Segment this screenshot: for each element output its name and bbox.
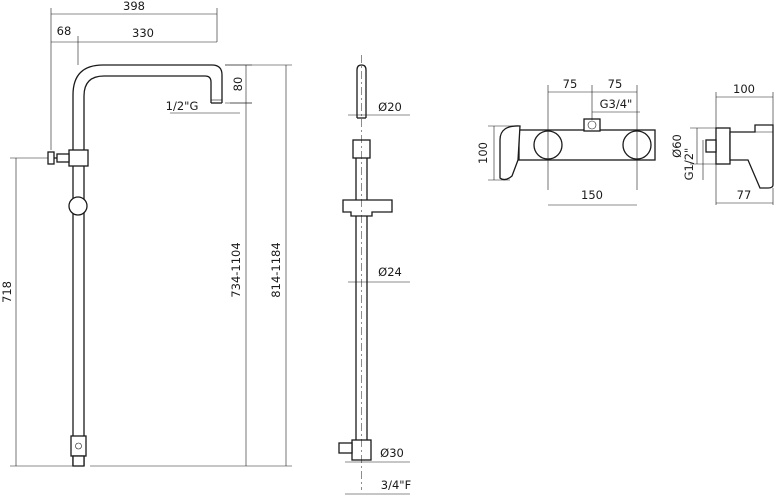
dim-outlet-thread: G3/4" bbox=[600, 97, 633, 111]
dim-arm-height: 80 bbox=[231, 77, 245, 92]
mixer-front-view bbox=[499, 118, 656, 181]
dim-side-depth: 100 bbox=[733, 82, 755, 96]
dim-mixer-height: 100 bbox=[476, 142, 490, 164]
dim-side-body-depth: 77 bbox=[737, 188, 752, 202]
dim-total-width: 398 bbox=[123, 0, 145, 13]
dim-column-height: 718 bbox=[0, 281, 14, 303]
front-view-dimensions: 398 68 330 80 1/2"G 718 734-1104 814-118… bbox=[0, 0, 292, 467]
front-view bbox=[47, 64, 223, 467]
dim-side-thread: G1/2" bbox=[682, 148, 696, 181]
dim-mixer-width: 150 bbox=[581, 188, 603, 202]
mixer-front-dimensions: 75 75 G3/4" 100 150 bbox=[476, 77, 640, 206]
dim-head-pipe-dia: Ø20 bbox=[378, 100, 402, 114]
side-view-dimensions: Ø20 Ø24 Ø30 3/4"F bbox=[345, 100, 411, 495]
side-view bbox=[338, 55, 393, 490]
dim-mixer-offset-left: 75 bbox=[563, 77, 578, 91]
dim-offset-width: 68 bbox=[57, 24, 72, 38]
dim-mixer-offset-right: 75 bbox=[608, 77, 623, 91]
dim-rail-dia: Ø24 bbox=[378, 265, 402, 279]
dim-rail-range: 734-1104 bbox=[229, 242, 243, 297]
dim-head-thread: 1/2"G bbox=[166, 99, 199, 113]
dim-escutcheon-dia: Ø60 bbox=[670, 134, 684, 158]
dim-arm-width: 330 bbox=[132, 26, 154, 40]
mixer-side-dimensions: 100 Ø60 G1/2" 77 bbox=[670, 82, 774, 205]
dim-base-dia: Ø30 bbox=[380, 446, 404, 460]
dim-overall-range: 814-1184 bbox=[269, 242, 283, 297]
dim-inlet-thread: 3/4"F bbox=[381, 478, 411, 492]
